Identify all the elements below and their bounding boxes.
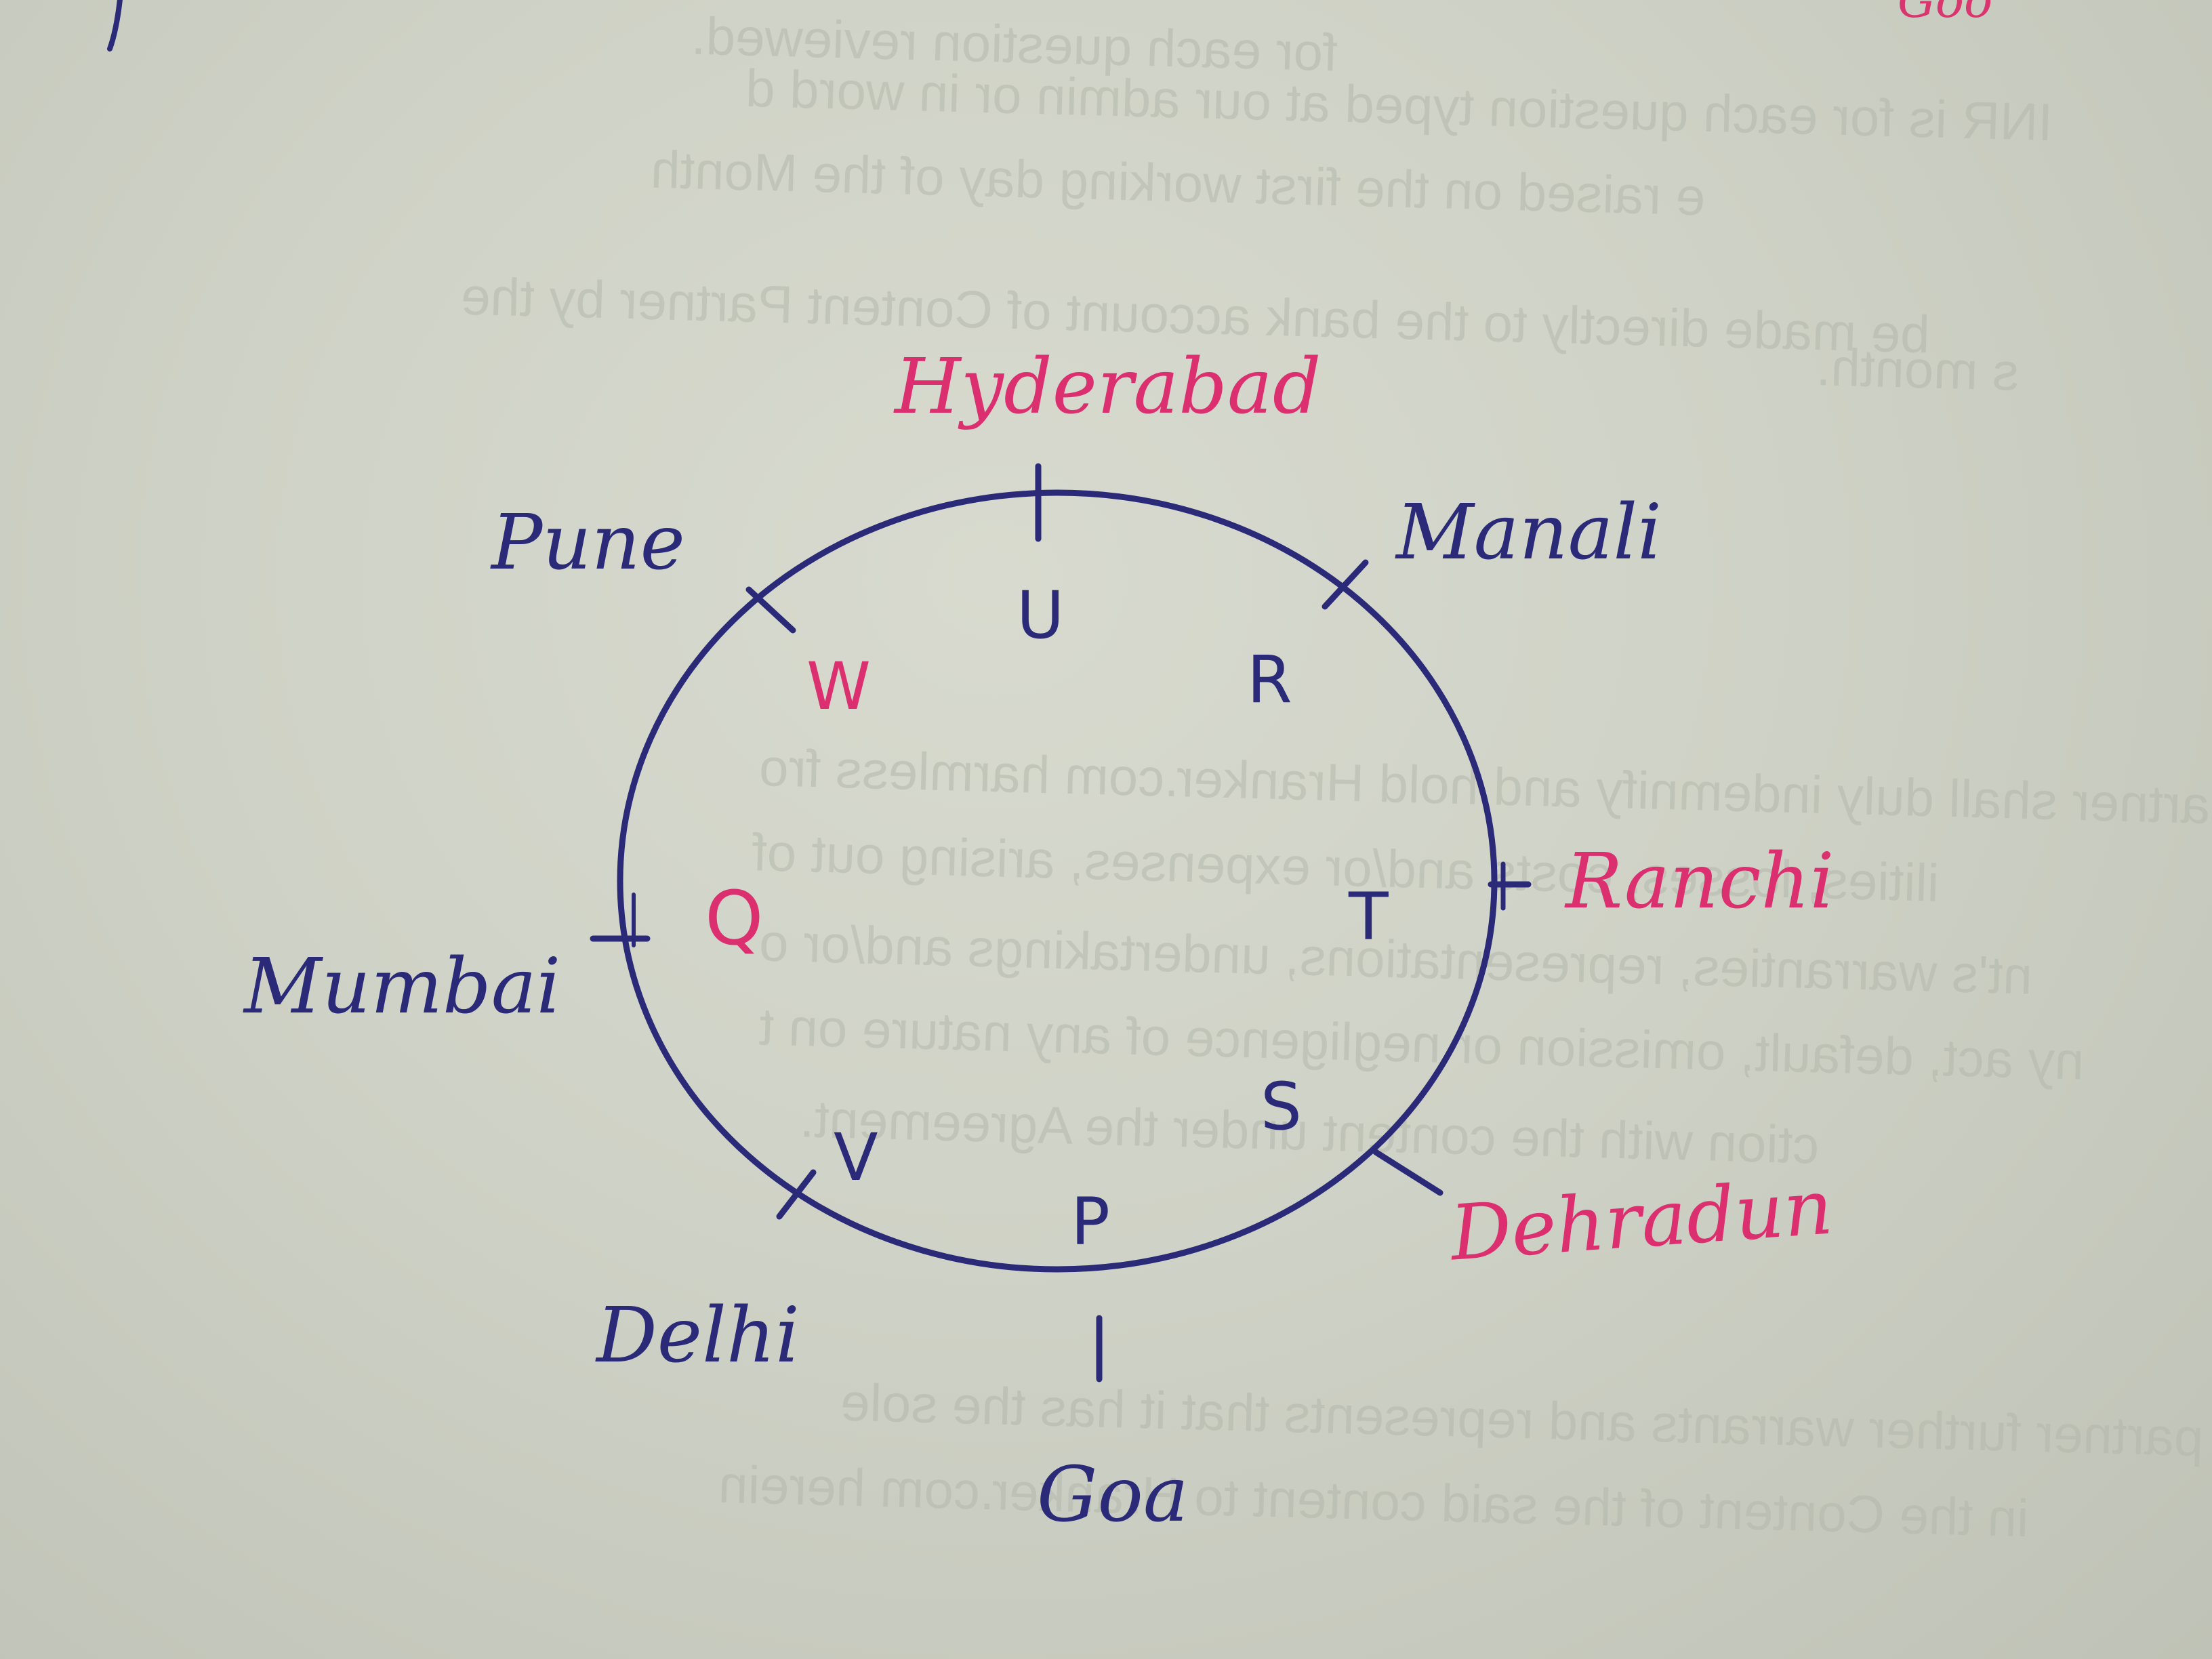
pen-mark [107,0,123,52]
person-label-r: R [1247,642,1292,718]
city-label-delhi: Delhi [596,1292,800,1380]
person-label-p: P [1071,1184,1110,1260]
tick-mark-bottom-right [1372,1149,1443,1196]
city-label-pune: Pune [491,499,685,587]
person-label-q: Q [705,875,764,962]
round-table-circle [617,489,1498,1273]
tick-mark-top-left [745,586,796,634]
tick-mark-top-right [1322,559,1369,610]
city-label-mumbai: Mumbai [244,943,561,1031]
city-label-goa: Goa [1037,1451,1189,1539]
person-label-t: T [1349,879,1389,955]
city-label-ranchi: Ranchi [1565,838,1835,926]
person-label-w: W [806,649,871,724]
city-label-manali: Manali [1396,489,1662,577]
person-label-s: S [1261,1069,1302,1145]
tick-mark-bottom-left [776,1169,817,1220]
corner-handwriting: Goo [1898,0,1993,28]
city-label-hyderabad: Hyderabad [895,343,1322,431]
person-label-u: U [1017,577,1065,653]
person-label-v: V [834,1120,878,1195]
